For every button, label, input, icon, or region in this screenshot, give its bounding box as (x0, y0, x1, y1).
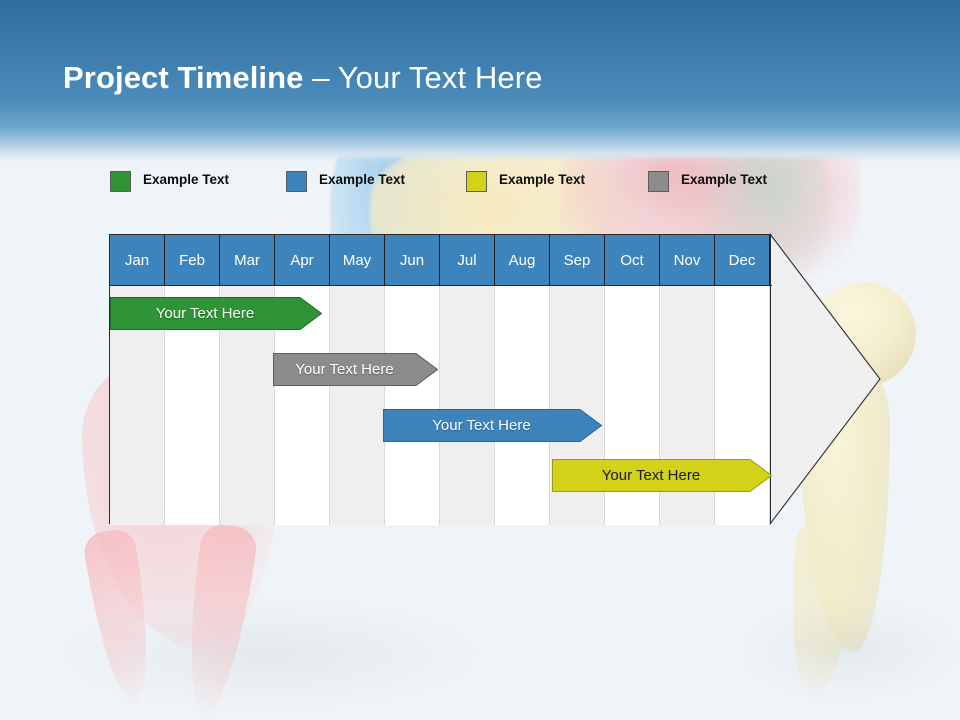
month-header-sep: Sep (550, 235, 605, 285)
legend-label-3: Example Text (499, 172, 586, 187)
month-body-jun (385, 285, 440, 525)
task-label-blue: Your Text Here (432, 417, 531, 434)
month-column-may[interactable]: May (330, 235, 385, 525)
header-underline (110, 285, 772, 286)
task-label-yellow: Your Text Here (601, 467, 701, 484)
page-title: Project Timeline – Your Text Here (63, 60, 542, 96)
month-header-aug: Aug (495, 235, 550, 285)
month-column-feb[interactable]: Feb (165, 235, 220, 525)
legend-swatch-gray-icon (648, 171, 669, 192)
background-leg-pink-left (81, 527, 161, 708)
task-bar-blue[interactable]: Your Text Here (383, 409, 602, 442)
month-header-apr: Apr (275, 235, 330, 285)
task-bar-yellow[interactable]: Your Text Here (552, 459, 772, 492)
month-header-mar: Mar (220, 235, 275, 285)
legend-label-2: Example Text (319, 172, 406, 187)
month-header-oct: Oct (605, 235, 660, 285)
month-header-dec: Dec (715, 235, 770, 285)
background-floor-shadow-right (740, 600, 960, 700)
month-column-jan[interactable]: Jan (110, 235, 165, 525)
month-column-aug[interactable]: Aug (495, 235, 550, 525)
month-column-jun[interactable]: Jun (385, 235, 440, 525)
task-bar-gray[interactable]: Your Text Here (273, 353, 438, 386)
page-title-bold: Project Timeline (63, 60, 304, 95)
task-label-gray: Your Text Here (295, 361, 394, 378)
month-body-may (330, 285, 385, 525)
month-body-aug (495, 285, 550, 525)
header-band (0, 0, 960, 162)
background-leg-cream (782, 517, 860, 703)
month-header-may: May (330, 235, 385, 285)
page-title-rest: – Your Text Here (303, 60, 543, 95)
task-bar-green[interactable]: Your Text Here (110, 297, 322, 330)
month-header-nov: Nov (660, 235, 715, 285)
month-column-mar[interactable]: Mar (220, 235, 275, 525)
timeline-arrow-head-icon (769, 232, 882, 526)
legend-label-1: Example Text (143, 172, 230, 187)
background-floor-shadow-left (60, 600, 480, 710)
month-header-jan: Jan (110, 235, 165, 285)
legend-swatch-green-icon (110, 171, 131, 192)
month-body-jul (440, 285, 495, 525)
month-header-jul: Jul (440, 235, 495, 285)
background-leg-pink-right (177, 522, 259, 718)
month-header-jun: Jun (385, 235, 440, 285)
task-label-green: Your Text Here (155, 305, 255, 322)
legend-swatch-yellow-icon (466, 171, 487, 192)
month-header-feb: Feb (165, 235, 220, 285)
month-column-jul[interactable]: Jul (440, 235, 495, 525)
legend-label-4: Example Text (681, 172, 768, 187)
legend-swatch-blue-icon (286, 171, 307, 192)
